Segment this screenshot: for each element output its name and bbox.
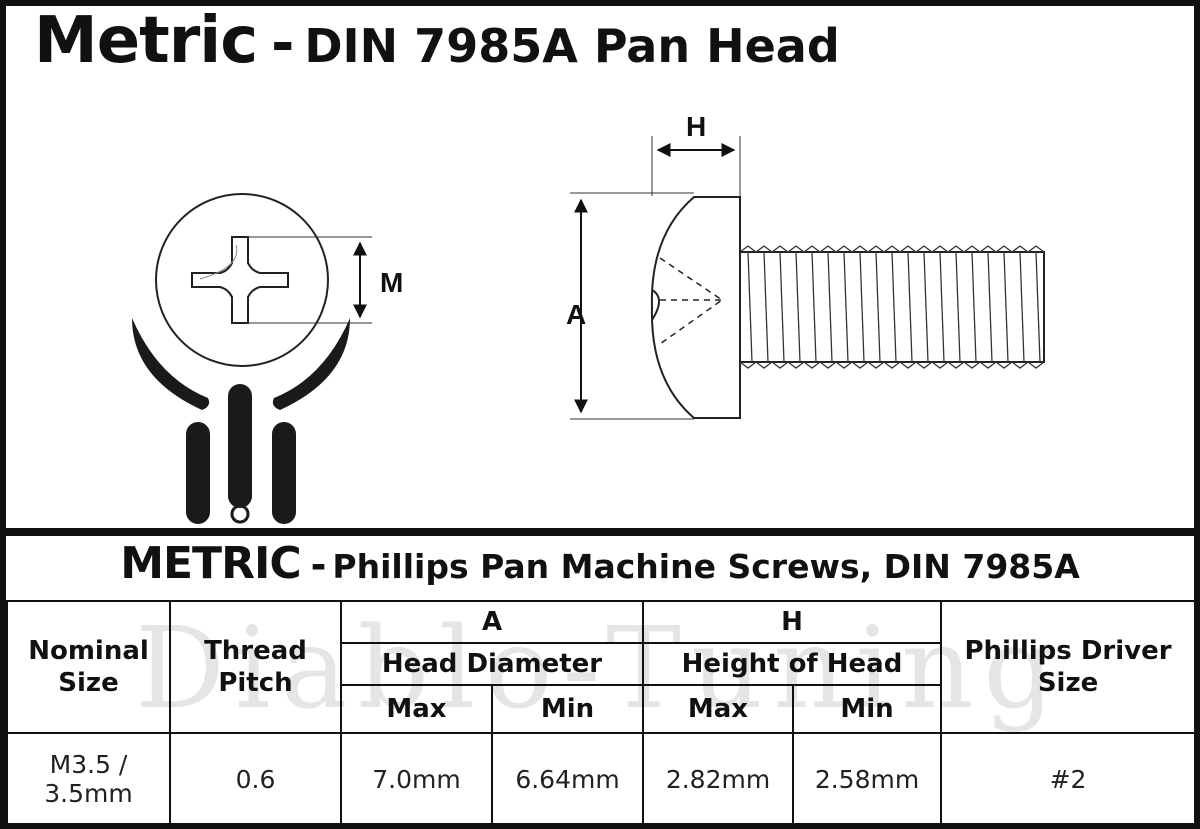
table-title-main: METRIC — [120, 538, 301, 589]
table-row: M3.5 / 3.5mm 0.6 7.0mm 6.64mm 2.82mm 2.5… — [6, 732, 1197, 826]
page-title: Metric-DIN 7985A Pan Head — [34, 4, 840, 78]
header-h: H — [641, 600, 943, 644]
screw-side-view — [570, 136, 1045, 420]
header-row-3: Max Min Max Min — [7, 684, 1195, 734]
title-sub: DIN 7985A Pan Head — [304, 19, 840, 73]
header-head-diameter: Head Diameter — [340, 642, 644, 686]
label-m: M — [380, 267, 403, 298]
table-title-dash: - — [310, 543, 327, 587]
table-title-sub: Phillips Pan Machine Screws, DIN 7985A — [332, 547, 1080, 586]
screw-diagram: M H A — [132, 111, 1045, 524]
header-a: A — [340, 600, 644, 644]
header-a-max: Max — [340, 684, 493, 734]
header-row-1: Nominal Size Thread Pitch A H Phillips D… — [6, 600, 1197, 734]
label-h: H — [686, 111, 706, 142]
section-divider — [0, 528, 1200, 536]
driver-bit-icon — [132, 318, 350, 524]
cell-nominal-size: M3.5 / 3.5mm — [6, 732, 171, 826]
table-title: METRIC-Phillips Pan Machine Screws, DIN … — [0, 538, 1200, 598]
screw-head-top-view — [155, 193, 372, 367]
cell-a-min: 6.64mm — [491, 732, 644, 826]
header-driver-size: Phillips Driver Size — [940, 600, 1197, 734]
header-nominal-size: Nominal Size — [6, 600, 171, 734]
header-h-max: Max — [642, 684, 794, 734]
title-dash: - — [271, 11, 295, 76]
header-row-2: Head Diameter Height of Head — [7, 642, 1195, 686]
cell-h-max: 2.82mm — [642, 732, 794, 826]
cell-h-min: 2.58mm — [791, 732, 943, 826]
header-h-min: Min — [791, 684, 943, 734]
header-a-min: Min — [491, 684, 644, 734]
cell-driver-size: #2 — [940, 732, 1197, 826]
title-main: Metric — [34, 4, 258, 78]
cell-thread-pitch: 0.6 — [169, 732, 342, 826]
label-a: A — [566, 299, 586, 330]
cell-a-max: 7.0mm — [340, 732, 493, 826]
spec-table: Nominal Size Thread Pitch A H Phillips D… — [6, 600, 1197, 826]
header-thread-pitch: Thread Pitch — [169, 600, 342, 734]
header-height-of-head: Height of Head — [641, 642, 943, 686]
